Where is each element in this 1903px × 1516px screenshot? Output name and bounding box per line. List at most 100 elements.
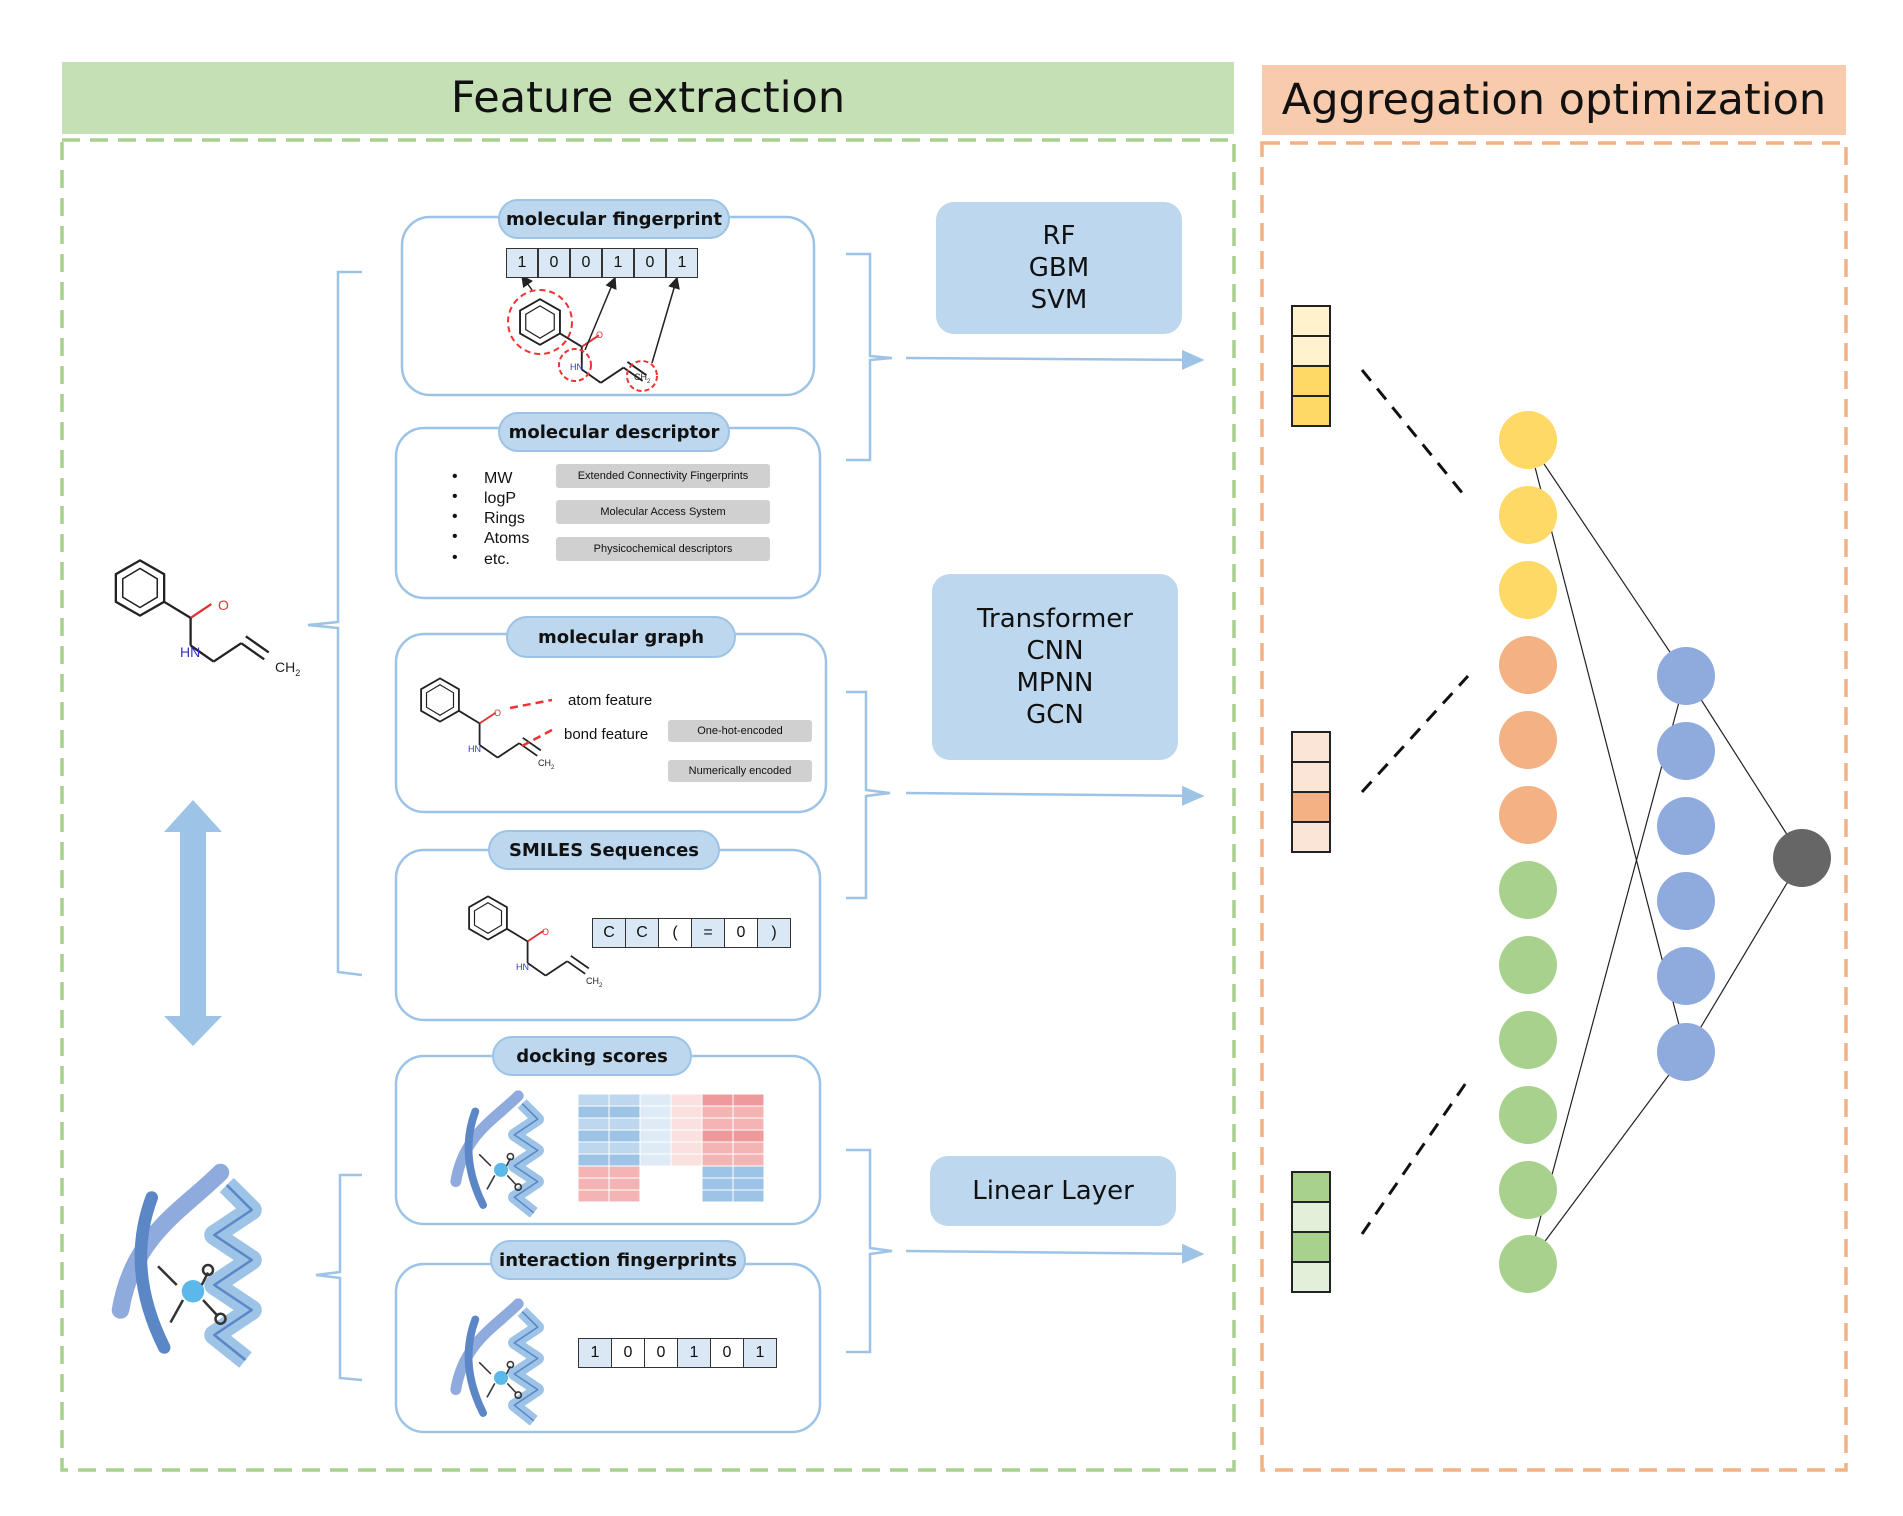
fingerprint-molecule-ch2: CH2 (634, 372, 651, 385)
heatmap-cell (577, 1189, 610, 1203)
nn-node-orange (1499, 786, 1557, 844)
bullet-marker: • (452, 468, 458, 485)
fingerprint-bits: 1 0 0 1 0 1 (506, 248, 698, 278)
descriptor-bullet: Atoms (484, 530, 530, 547)
atom-feature-dash (509, 698, 553, 710)
fp-bit: 0 (538, 248, 570, 278)
feature-vector-green (1291, 1171, 1331, 1293)
heatmap-cell (577, 1117, 610, 1131)
graph-molecule-hn: HN (468, 744, 481, 754)
onehot-tag: One-hot-encoded (668, 720, 812, 742)
arrow-group3 (905, 1243, 1205, 1264)
nn-hidden-layer (1657, 647, 1715, 1081)
bond-feature-dash (521, 728, 553, 748)
heatmap-cell (639, 1177, 672, 1191)
model-rf: RF (1042, 221, 1076, 251)
nn-connections (1527, 439, 1803, 1265)
model-box-deep: Transformer CNN MPNN GCN (932, 574, 1178, 760)
heatmap-cell (670, 1141, 703, 1155)
heatmap-cell (608, 1189, 641, 1203)
heatmap-cell (577, 1177, 610, 1191)
model-svm: SVM (1030, 285, 1088, 315)
heatmap-cell (577, 1141, 610, 1155)
heatmap-cell (732, 1153, 765, 1167)
bullet-marker: • (452, 528, 458, 545)
descriptor-bullet: etc. (484, 551, 510, 568)
smiles-token: 0 (724, 918, 758, 948)
aggregation-header: Aggregation optimization (1262, 65, 1846, 135)
heatmap-cell (639, 1189, 672, 1203)
descriptor-title: molecular descriptor (498, 412, 730, 452)
brace-group2 (846, 690, 891, 900)
aggregation-title: Aggregation optimization (1281, 75, 1827, 125)
fp-bit: 1 (666, 248, 698, 278)
double-arrow (164, 800, 222, 1046)
heatmap-cell (701, 1141, 734, 1155)
brace-group1 (846, 252, 893, 462)
smiles-molecule-o: O (542, 927, 549, 937)
heatmap-cell (732, 1129, 765, 1143)
heatmap-cell (701, 1117, 734, 1131)
heatmap-cell (577, 1105, 610, 1119)
graph-molecule-o: O (494, 708, 501, 718)
bullet-marker: • (452, 488, 458, 505)
nn-node-yellow (1499, 411, 1557, 469)
highlight-ch2 (626, 360, 658, 392)
heatmap-cell (639, 1153, 672, 1167)
model-gbm: GBM (1028, 253, 1090, 283)
model-mpnn: MPNN (1016, 668, 1094, 698)
model-linear-layer: Linear Layer (972, 1176, 1134, 1206)
smiles-molecule-ch2: CH2 (586, 976, 603, 989)
fp-bit: 1 (602, 248, 634, 278)
nn-node-yellow (1499, 486, 1557, 544)
fingerprint-molecule-hn: HN (570, 362, 583, 372)
heatmap-cell (608, 1105, 641, 1119)
fp-arrow-3 (651, 276, 680, 364)
fp-arrow-1 (521, 274, 533, 291)
docking-heatmap (577, 1093, 765, 1203)
heatmap-cell (701, 1105, 734, 1119)
heatmap-cell (670, 1129, 703, 1143)
nn-node-blue (1657, 722, 1715, 780)
nn-node-orange (1499, 711, 1557, 769)
nn-node-green (1499, 1011, 1557, 1069)
heatmap-cell (670, 1189, 703, 1203)
small-molecule-hn: HN (180, 644, 200, 660)
if-bit: 0 (644, 1338, 678, 1368)
nn-node-green (1499, 1086, 1557, 1144)
heatmap-cell (732, 1177, 765, 1191)
heatmap-cell (732, 1189, 765, 1203)
dash-connector-3 (1360, 1079, 1470, 1235)
fp-bit: 0 (570, 248, 602, 278)
dash-connector-1 (1360, 369, 1470, 501)
heatmap-cell (701, 1177, 734, 1191)
bond-feature-label: bond feature (564, 726, 649, 743)
heatmap-cell (670, 1117, 703, 1131)
small-molecule-ch2: CH2 (275, 659, 300, 678)
heatmap-cell (577, 1165, 610, 1179)
protein-brace (315, 1173, 363, 1382)
heatmap-cell (701, 1129, 734, 1143)
heatmap-cell (732, 1117, 765, 1131)
heatmap-cell (608, 1117, 641, 1131)
heatmap-cell (608, 1093, 641, 1107)
model-gcn: GCN (1026, 700, 1084, 730)
fingerprint-molecule-o: O (596, 330, 603, 340)
nn-node-yellow (1499, 561, 1557, 619)
heatmap-cell (608, 1141, 641, 1155)
heatmap-cell (608, 1153, 641, 1167)
descriptor-bullet: Rings (484, 510, 525, 527)
heatmap-cell (732, 1093, 765, 1107)
model-cnn: CNN (1026, 636, 1084, 666)
heatmap-cell (701, 1093, 734, 1107)
interaction-title: interaction fingerprints (490, 1240, 746, 1280)
if-bit: 1 (578, 1338, 612, 1368)
if-bit: 1 (677, 1338, 711, 1368)
heatmap-cell (701, 1189, 734, 1203)
smiles-molecule-hn: HN (516, 962, 529, 972)
highlight-ring (507, 289, 573, 355)
smiles-token: ( (658, 918, 692, 948)
fp-arrow-2 (584, 276, 617, 351)
feature-vector-orange (1291, 731, 1331, 853)
heatmap-cell (732, 1141, 765, 1155)
